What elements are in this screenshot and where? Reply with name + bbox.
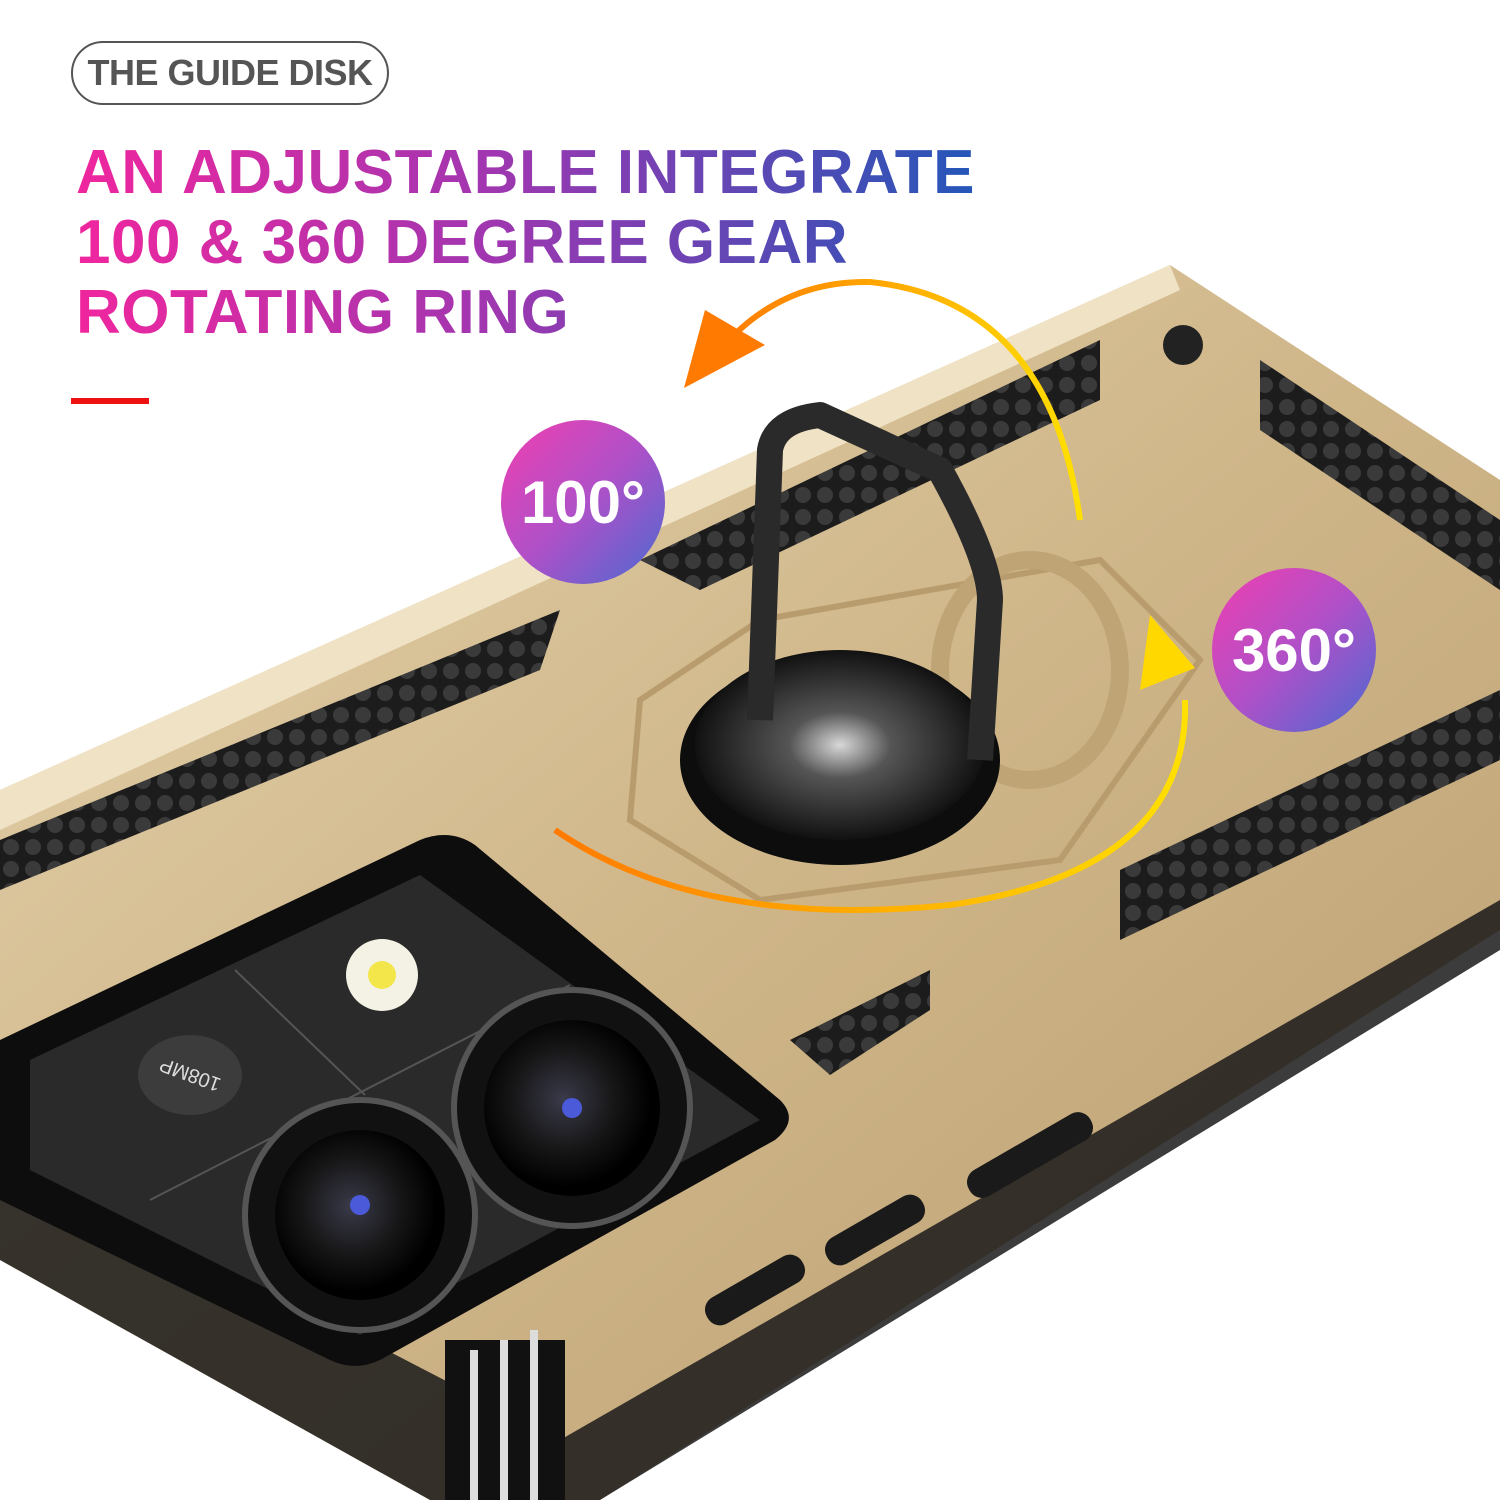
bottom-vents bbox=[445, 1330, 565, 1500]
phone-case bbox=[0, 265, 1500, 1500]
section-label: THE GUIDE DISK bbox=[87, 52, 373, 93]
section-label-pill: THE GUIDE DISK bbox=[71, 41, 389, 105]
tilt-arrow bbox=[717, 278, 1083, 521]
side-buttons bbox=[704, 1112, 1093, 1326]
grip-pattern bbox=[1120, 690, 1500, 940]
rotation-angle-badge: 360° bbox=[1212, 568, 1376, 732]
ring-kickstand bbox=[747, 402, 1003, 761]
headline-line-1: AN ADJUSTABLE INTEGRATED bbox=[76, 138, 1021, 207]
tilt-angle-badge: 100° bbox=[501, 420, 665, 584]
rotation-angle-text: 360° bbox=[1231, 616, 1357, 684]
ring-holder bbox=[626, 402, 1204, 904]
tilt-angle-text: 100° bbox=[520, 468, 646, 536]
camera-module: 108MP bbox=[0, 835, 789, 1366]
grip-pattern bbox=[1260, 360, 1500, 590]
headline-line-3: ROTATING RING bbox=[76, 278, 570, 347]
lanyard-hole bbox=[1163, 325, 1203, 365]
headline: AN ADJUSTABLE INTEGRATED 100 & 360 DEGRE… bbox=[76, 138, 976, 348]
rotate-arrow bbox=[553, 699, 1189, 913]
accent-divider bbox=[71, 398, 149, 404]
arrow-head-icon bbox=[1140, 615, 1195, 690]
rotation-arrows bbox=[553, 278, 1195, 913]
grip-pattern bbox=[790, 970, 930, 1075]
arrow-head-icon bbox=[684, 310, 765, 388]
headline-line-2: 100 & 360 DEGREE GEAR bbox=[76, 208, 849, 277]
lens-label-disc bbox=[138, 1035, 242, 1115]
grip-pattern bbox=[0, 610, 560, 890]
rotating-disk bbox=[695, 650, 985, 840]
